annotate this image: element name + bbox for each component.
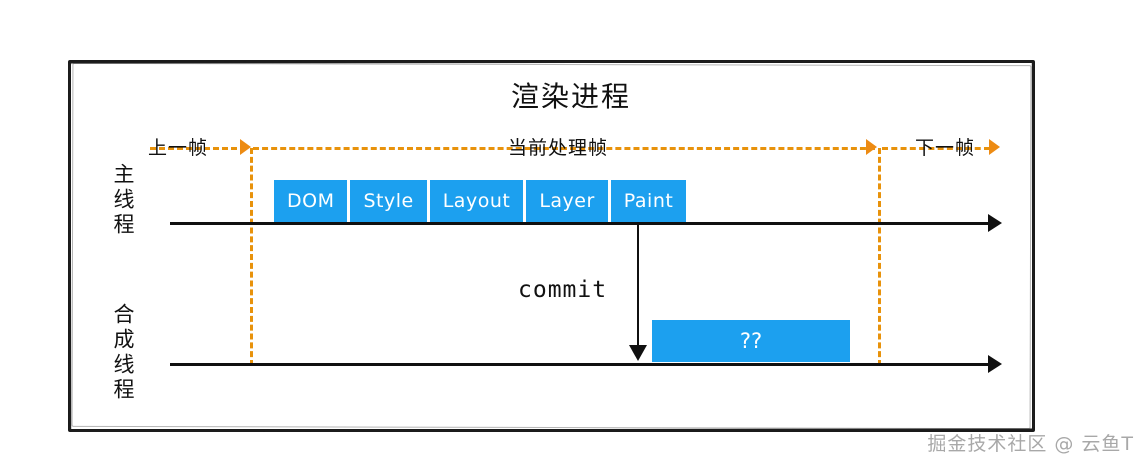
previous-frame-label: 上一帧 <box>148 137 209 159</box>
compositor-task-box[interactable]: ?? <box>652 320 850 362</box>
commit-arrow-head-icon <box>629 345 647 361</box>
previous-frame-dash-line <box>150 147 246 150</box>
compositor-thread-arrow-icon <box>988 355 1002 373</box>
pipeline-stage-paint[interactable]: Paint <box>610 180 687 222</box>
main-thread-timeline <box>170 222 990 225</box>
current-frame-label: 当前处理帧 <box>508 137 609 159</box>
pipeline-stage-layout[interactable]: Layout <box>429 180 524 222</box>
compositor-thread-label: 合成线程 <box>111 303 135 403</box>
pipeline-stage-dom[interactable]: DOM <box>274 180 348 222</box>
next-frame-arrow-icon <box>989 139 1000 155</box>
pipeline-stage-style[interactable]: Style <box>350 180 427 222</box>
render-process-frame <box>68 60 1035 432</box>
compositor-thread-timeline <box>170 363 990 366</box>
frame-boundary-start-line <box>250 148 253 366</box>
frame-boundary-end-line <box>878 148 881 366</box>
commit-label: commit <box>518 277 608 303</box>
current-frame-arrow-icon <box>866 139 877 155</box>
main-thread-arrow-icon <box>988 214 1002 232</box>
main-thread-label: 主线程 <box>111 163 135 238</box>
previous-frame-arrow-icon <box>240 139 251 155</box>
current-frame-dash-line <box>253 147 875 150</box>
watermark: 掘金技术社区 @ 云鱼T <box>927 433 1134 455</box>
next-frame-label: 下一帧 <box>915 137 976 159</box>
pipeline-stage-layer[interactable]: Layer <box>526 180 608 222</box>
commit-arrow-shaft <box>637 222 639 350</box>
page-title: 渲染进程 <box>510 80 631 113</box>
render-pipeline-stages: DOM Style Layout Layer Paint <box>274 180 687 222</box>
next-frame-dash-line <box>882 147 990 150</box>
